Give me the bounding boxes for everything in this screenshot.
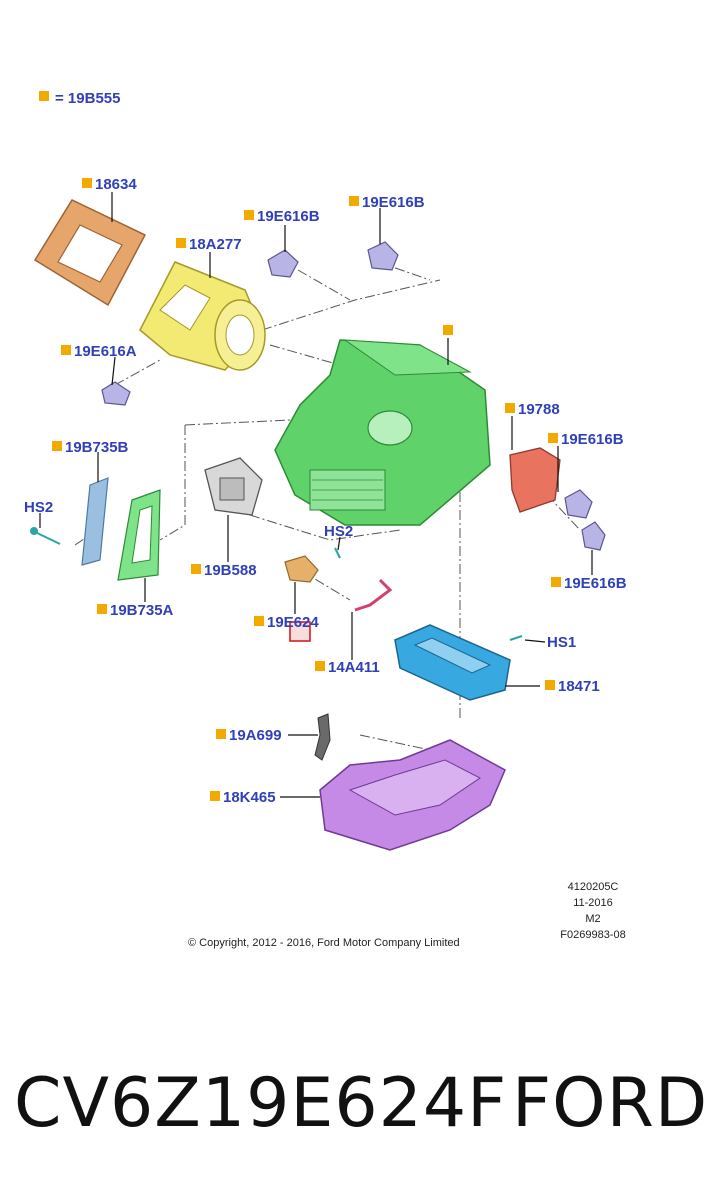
copyright-notice: © Copyright, 2012 - 2016, Ford Motor Com… bbox=[188, 937, 460, 949]
callout-19E616A: 19E616A bbox=[74, 343, 137, 360]
actuator-19788-part bbox=[509, 447, 561, 513]
legend: = 19B555 bbox=[39, 90, 120, 107]
drawing-reference: F0269983-08 bbox=[560, 929, 625, 941]
callout-19788: 19788 bbox=[518, 401, 560, 418]
drawing-number: 4120205C bbox=[568, 881, 619, 893]
blower-housing-part bbox=[139, 261, 266, 371]
drawing-date: 11-2016 bbox=[573, 897, 613, 909]
brand-name: FORD bbox=[512, 1064, 708, 1143]
callout-14A411: 14A411 bbox=[328, 659, 380, 676]
callout-19B588: 19B588 bbox=[204, 562, 257, 579]
resistor-19B588-part bbox=[204, 457, 263, 516]
callout-19E616B-right: 19E616B bbox=[561, 431, 624, 448]
callout-18A277: 18A277 bbox=[189, 236, 242, 253]
callout-HS1: HS1 bbox=[547, 634, 576, 651]
sensor-19E624-part bbox=[284, 555, 319, 583]
screw-parts bbox=[30, 527, 523, 641]
callout-19B735A: 19B735A bbox=[110, 602, 174, 619]
leader-lines bbox=[39, 192, 593, 798]
actuator-parts bbox=[101, 241, 606, 551]
callout-19B735B: 19B735B bbox=[65, 439, 129, 456]
duct-18471-part bbox=[394, 624, 511, 701]
main-hvac-housing-part bbox=[274, 339, 491, 526]
highlighted-part-marker bbox=[289, 621, 311, 642]
filter-door-parts bbox=[81, 477, 161, 581]
exploded-parts-diagram: = 19B555 bbox=[24, 90, 627, 949]
part-caption-bar: CV6Z19E624F FORD bbox=[0, 1040, 708, 1180]
bracket-19A699-part bbox=[314, 713, 331, 761]
drawing-revision: M2 bbox=[585, 913, 600, 925]
callout-19E616B-top-left: 19E616B bbox=[257, 208, 320, 225]
lower-case-18K465-part bbox=[319, 739, 506, 851]
callout-18471: 18471 bbox=[558, 678, 600, 695]
callout-18634: 18634 bbox=[95, 176, 137, 193]
callout-19A699: 19A699 bbox=[229, 727, 282, 744]
callout-markers bbox=[52, 178, 561, 801]
callout-18K465: 18K465 bbox=[223, 789, 276, 806]
seal-frame-part bbox=[33, 199, 147, 307]
part-number: CV6Z19E624F bbox=[14, 1064, 508, 1143]
wiring-14A411-part bbox=[354, 578, 393, 612]
legend-marker bbox=[39, 91, 49, 101]
callout-19E616B-bottom-right: 19E616B bbox=[564, 575, 627, 592]
callout-labels: 18634 18A277 19E616B 19E616B 19E616A 197… bbox=[24, 176, 627, 806]
callout-HS2-center: HS2 bbox=[324, 523, 353, 540]
callout-HS2-left: HS2 bbox=[24, 499, 53, 516]
callout-19E616B-top-right: 19E616B bbox=[362, 194, 425, 211]
callout-19E624: 19E624 bbox=[267, 614, 319, 631]
drawing-info-block: 4120205C 11-2016 M2 F0269983-08 bbox=[560, 881, 625, 941]
legend-text: = 19B555 bbox=[55, 90, 120, 107]
